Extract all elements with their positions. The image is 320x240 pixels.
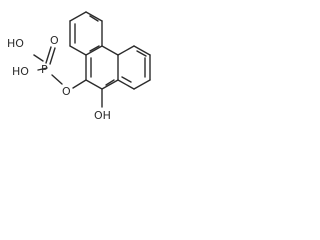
right-benzene-ring: [101, 45, 151, 90]
atom-label-ester-oxygen: O: [62, 85, 71, 98]
p-o-ester-bond: [51, 74, 63, 85]
bond: [85, 45, 103, 56]
double-bond-inner: [136, 50, 147, 57]
p-oh-bond: [37, 67, 48, 71]
bond: [85, 79, 103, 90]
bond: [117, 79, 135, 90]
atom-label-phosphoryl-oxygen: O: [50, 34, 59, 47]
double-bond-inner: [121, 76, 132, 83]
ester-oxygen-bond: [72, 79, 87, 89]
bond: [117, 45, 135, 56]
phenanthrene-phosphate-structure: HO O P HO O OH: [7, 11, 151, 122]
left-benzene-ring: [69, 11, 103, 56]
atom-label-phosphorus: P: [41, 63, 48, 76]
bond: [69, 11, 87, 22]
bond: [69, 45, 87, 56]
p-oh-top-bond: [33, 54, 44, 62]
p-o-double-bond: [49, 47, 56, 65]
atom-label-hydroxyl-top: HO: [7, 37, 24, 50]
p-o-double-bond-second: [45, 46, 52, 64]
bond: [133, 79, 151, 90]
double-bond-inner: [89, 45, 100, 52]
atom-label-hydroxyl: OH: [94, 109, 111, 122]
double-bond-inner: [105, 79, 115, 86]
bond: [133, 45, 151, 56]
substituent-bonds: [33, 46, 103, 108]
atom-label-hydroxyl-bottom: HO: [12, 65, 29, 78]
bond: [101, 45, 119, 56]
bond: [85, 11, 103, 22]
central-ring: [85, 54, 119, 90]
bond: [101, 79, 119, 90]
double-bond-inner: [89, 15, 99, 22]
structure-canvas: HO O P HO O OH: [0, 0, 176, 138]
